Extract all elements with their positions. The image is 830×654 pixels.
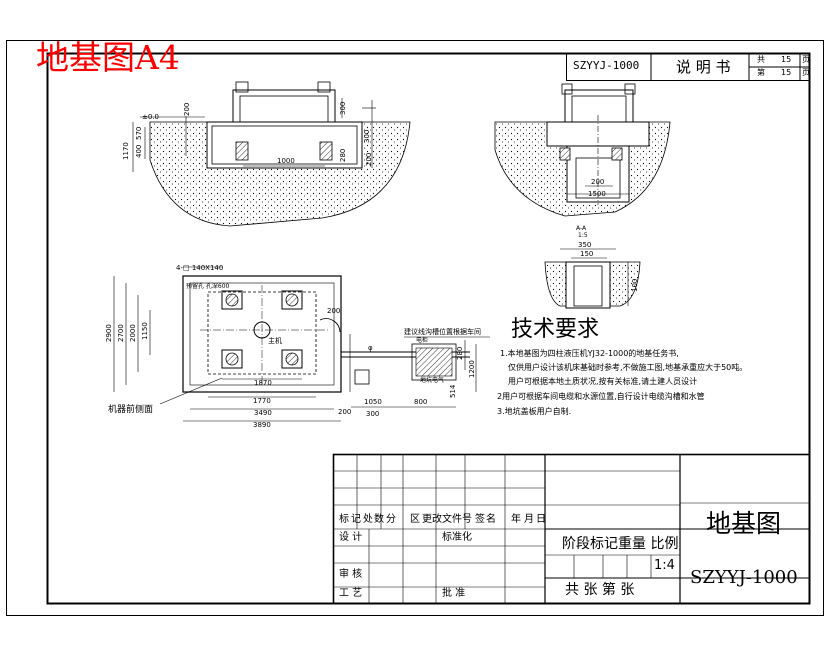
dim-plan-15: 280 <box>456 347 464 360</box>
dim-front-7: 300 <box>363 130 371 143</box>
header-page-no: 15 <box>781 68 792 77</box>
plan-cable-note: 建议线沟槽位置根据车间 <box>404 327 481 336</box>
dim-front-1: 1170 <box>122 142 130 160</box>
tb-row1-11: 日 <box>536 514 546 525</box>
tech-item-5: 3.地坑盖板用户自制. <box>497 407 572 416</box>
side-elevation <box>494 83 671 217</box>
dim-plan-7: 3490 <box>254 409 272 417</box>
header-page-unit-2: 页 <box>802 68 810 77</box>
tech-heading: 技术要求 <box>511 317 600 342</box>
dim-plan-5: 1870 <box>254 379 272 387</box>
tb-row1-6: 更改文件号 <box>422 514 472 525</box>
dim-plan-16: 1200 <box>468 360 476 378</box>
dim-plan-6: 1770 <box>253 397 271 405</box>
tech-item-2: 仅供用户设计该机床基础时参考,不做施工图,地基承重应大于50吨。 <box>508 363 748 372</box>
dim-front-9: 200 <box>365 153 373 166</box>
title-block <box>332 453 811 605</box>
dim-front-2: 570 <box>135 127 143 140</box>
dim-plan-10: 1050 <box>364 398 382 406</box>
outer-frame <box>6 40 824 616</box>
dim-plan-11: 800 <box>414 398 427 406</box>
tb-row1-2: 处 <box>363 514 373 525</box>
dim-plan-17: φ <box>368 344 373 352</box>
tb-scale: 1:4 <box>654 558 675 573</box>
dim-front-6: 300 <box>339 102 347 115</box>
dim-front-5: 200 <box>183 103 191 116</box>
tech-item-4: 2用户可根据车间电缆和水源位置,自行设计电缆沟槽和水管 <box>497 392 705 401</box>
dim-plan-9: 200 <box>338 408 351 416</box>
dim-plan-8: 3890 <box>253 421 271 429</box>
tb-row1-1: 记 <box>351 514 361 525</box>
header-page-label: 第 <box>757 68 765 77</box>
dim-plan-14: 514 <box>449 384 457 398</box>
tb-row1-7: 签 <box>475 514 485 525</box>
dim-plan-3: 2000 <box>129 324 137 342</box>
tb-row1-5: 区 <box>410 514 420 525</box>
tb-stage-header: 阶段标记重量 比例 <box>562 536 679 552</box>
header-page-unit-1: 页 <box>802 55 810 64</box>
dim-section-2: 100 <box>631 279 639 292</box>
dim-side-0: 200 <box>591 178 604 186</box>
tb-approve: 批 准 <box>442 588 466 599</box>
tb-review: 审 核 <box>339 569 363 580</box>
tb-sheet-info: 共 张 第 张 <box>565 582 635 598</box>
dim-plan-4: 1150 <box>141 322 149 340</box>
plan-view <box>113 266 490 422</box>
plan-note-holes: 预留孔 孔深600 <box>186 282 230 290</box>
tb-row1-8: 名 <box>486 514 496 525</box>
tb-row1-9: 年 <box>511 514 521 525</box>
dim-plan-12: 300 <box>366 410 379 418</box>
dim-section-1: 150 <box>580 250 593 258</box>
dim-section-0: 350 <box>578 241 591 249</box>
tb-row1-10: 月 <box>524 514 534 525</box>
header-total-pages: 15 <box>781 55 792 64</box>
dim-plan-1: 2900 <box>105 324 113 342</box>
front-elevation <box>132 81 411 227</box>
tb-row1-3: 数 <box>374 514 384 525</box>
tb-process: 工 艺 <box>339 588 363 599</box>
tb-standard: 标准化 <box>442 532 472 543</box>
plan-pit: 地坑电气 <box>420 376 444 384</box>
dim-plan-0: 4-□ 140X140 <box>176 264 223 272</box>
dim-plan-2: 2700 <box>117 324 125 342</box>
plan-front-label: 机器前侧面 <box>108 403 153 415</box>
section-scale: 1:5 <box>578 232 588 239</box>
dim-front-0: ±0.0 <box>142 113 159 121</box>
header-box <box>566 53 810 81</box>
tech-item-3: 用户可根据本地土质状况,按有关标准,请土建人员设计 <box>508 377 698 386</box>
dim-side-1: 1500 <box>588 190 606 198</box>
tb-row1-0: 标 <box>339 514 349 525</box>
dim-front-4: 1000 <box>277 157 295 165</box>
header-total-label: 共 <box>757 55 765 64</box>
section-label: A-A <box>576 225 587 232</box>
tb-row1-4: 分 <box>386 514 396 525</box>
dim-front-3: 400 <box>135 145 143 158</box>
tb-drawing-name: 地基图 <box>706 509 782 538</box>
tb-drawing-code: SZYYJ-1000 <box>690 567 798 588</box>
dim-plan-13: 200 <box>327 307 340 315</box>
header-doc-type: 说 明 书 <box>676 58 731 76</box>
sheet-size-title: 地基图A4 <box>36 38 180 77</box>
tech-item-1: 1.本地基图为四柱液压机YJ32-1000的地基任务书, <box>500 349 679 358</box>
plan-cabinet: 电柜 <box>416 336 428 344</box>
section-aa <box>544 248 641 309</box>
dim-front-8: 280 <box>339 149 347 162</box>
header-code: SZYYJ-1000 <box>573 59 640 72</box>
plan-main-unit: 主机 <box>268 336 282 345</box>
tb-design: 设 计 <box>339 532 363 543</box>
